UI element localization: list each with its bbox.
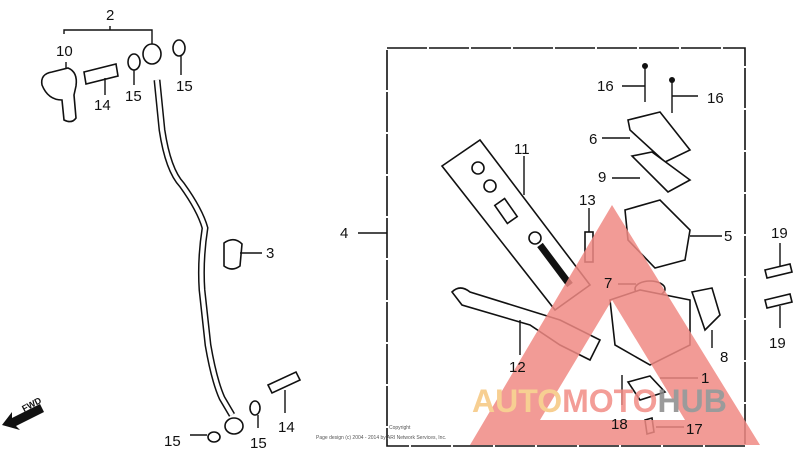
watermark-triangle xyxy=(470,205,760,445)
label-15-top-b: 15 xyxy=(176,78,193,95)
bolt-19-a xyxy=(764,263,793,279)
hose-upper-eye xyxy=(142,43,162,65)
bolt-19-b xyxy=(764,293,793,309)
label-2: 2 xyxy=(106,7,114,24)
label-17: 17 xyxy=(686,421,703,438)
label-4: 4 xyxy=(340,225,348,242)
brake-hose-group: FWD xyxy=(2,26,302,443)
callout-labels: 2 10 14 15 15 3 15 15 14 4 11 16 16 6 9 … xyxy=(56,7,788,452)
label-16-b: 16 xyxy=(707,90,724,107)
label-8: 8 xyxy=(720,349,728,366)
label-18: 18 xyxy=(611,416,628,433)
label-15-bottom-a: 15 xyxy=(164,433,181,450)
holder-8 xyxy=(690,287,721,332)
label-15-top-a: 15 xyxy=(125,88,142,105)
label-10: 10 xyxy=(56,43,73,60)
label-9: 9 xyxy=(598,169,606,186)
copyright-label: Copyright xyxy=(389,425,411,431)
label-15-bottom-b: 15 xyxy=(250,435,267,452)
label-1: 1 xyxy=(701,370,709,387)
switch-1 xyxy=(626,375,667,401)
label-12: 12 xyxy=(509,359,526,376)
label-11: 11 xyxy=(514,141,530,158)
banjo-fitting-10 xyxy=(40,67,78,123)
diaphragm-plate-9 xyxy=(630,151,692,193)
washer-15-bottom-b xyxy=(249,400,261,416)
clamp-3 xyxy=(223,238,243,270)
label-19-b: 19 xyxy=(769,335,786,352)
assembly-box xyxy=(386,47,746,447)
hose-lower-eye xyxy=(224,417,244,435)
automotohub-watermark: AUTOMOTOHUB xyxy=(470,205,760,445)
fwd-arrow-icon: FWD xyxy=(2,395,44,430)
label-14-top: 14 xyxy=(94,97,111,114)
cap-6 xyxy=(627,111,692,163)
washer-15-top-b xyxy=(172,39,186,57)
washer-15-top-a xyxy=(127,53,141,71)
brake-hose xyxy=(153,79,236,417)
bolt-14-bottom xyxy=(266,370,302,395)
label-7: 7 xyxy=(604,275,612,292)
label-3: 3 xyxy=(266,245,274,262)
watermark-text: AUTOMOTOHUB xyxy=(472,383,727,419)
label-13: 13 xyxy=(579,192,596,209)
label-16-a: 16 xyxy=(597,78,614,95)
washer-15-bottom-a xyxy=(207,431,221,443)
label-14-bottom: 14 xyxy=(278,419,295,436)
label-5: 5 xyxy=(724,228,732,245)
copyright-text: Page design (c) 2004 - 2014 by ARI Netwo… xyxy=(316,435,447,441)
hose-bracket-line xyxy=(63,29,153,44)
label-19-a: 19 xyxy=(771,225,788,242)
bolt-14-top xyxy=(83,63,119,85)
label-6: 6 xyxy=(589,131,597,148)
